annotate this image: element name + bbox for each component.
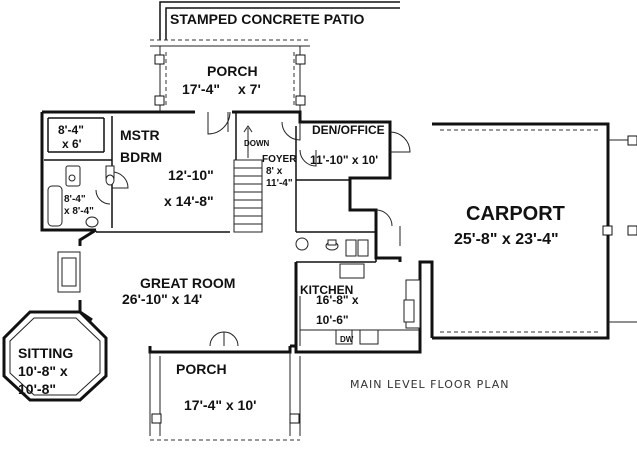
foyer-dim2: 11'-4" (266, 178, 293, 189)
sitting-dim1: 10'-8" x (18, 363, 68, 379)
porch-top-name: PORCH (207, 63, 258, 79)
carport-structure (432, 122, 637, 340)
den-office-dim: 11'-10" x 10' (310, 153, 378, 167)
master-bedroom-dim1: 12'-10" (168, 167, 214, 183)
master-bedroom-name2: BDRM (120, 149, 162, 165)
bathroom-fixtures (47, 165, 115, 228)
great-room-name: GREAT ROOM (140, 275, 235, 291)
foyer-dim1: 8' x (266, 166, 283, 177)
kitchen-counters (299, 279, 421, 346)
porch-bottom-structure (149, 352, 301, 441)
sitting-name: SITTING (18, 345, 73, 361)
carport-name: CARPORT (466, 203, 565, 225)
master-bedroom-name1: MSTR (120, 127, 160, 143)
patio-outline (159, 1, 400, 40)
kitchen-dim2: 10'-6" (316, 313, 349, 327)
bath-dim2: x 8'-4" (64, 206, 94, 217)
powder-room-fixtures (295, 237, 369, 279)
floor-plan-caption: MAIN LEVEL FLOOR PLAN (350, 378, 509, 391)
closet-dim1: 8'-4" (58, 123, 84, 137)
dishwasher-label: DW (340, 335, 354, 344)
patio-label: STAMPED CONCRETE PATIO (170, 11, 365, 27)
kitchen-dim1: 16'-8" x (316, 293, 359, 307)
staircase (233, 125, 263, 233)
porch-top-dim2: x 7' (238, 81, 261, 97)
fireplace (57, 251, 81, 293)
porch-bottom-name: PORCH (176, 361, 227, 377)
house-exterior-walls (40, 110, 434, 354)
stair-down-label: DOWN (244, 139, 270, 148)
kitchen-name: KITCHEN (300, 283, 353, 297)
master-bedroom-dim2: x 14'-8" (164, 193, 214, 209)
closet-dim2: x 6' (62, 137, 82, 151)
porch-top-structure (150, 39, 310, 112)
sitting-dim2: 10'-8" (18, 381, 56, 397)
carport-dim: 25'-8" x 23'-4" (454, 231, 559, 248)
porch-bottom-dim: 17'-4" x 10' (184, 397, 256, 413)
doors (95, 111, 411, 347)
sitting-room-walls (2, 310, 108, 402)
foyer-name: FOYER (262, 154, 297, 165)
bath-dim1: 8'-4" (64, 194, 86, 205)
great-room-dim: 26'-10" x 14' (122, 291, 202, 307)
den-office-name: DEN/OFFICE (312, 123, 385, 137)
porch-top-dim1: 17'-4" (182, 81, 220, 97)
